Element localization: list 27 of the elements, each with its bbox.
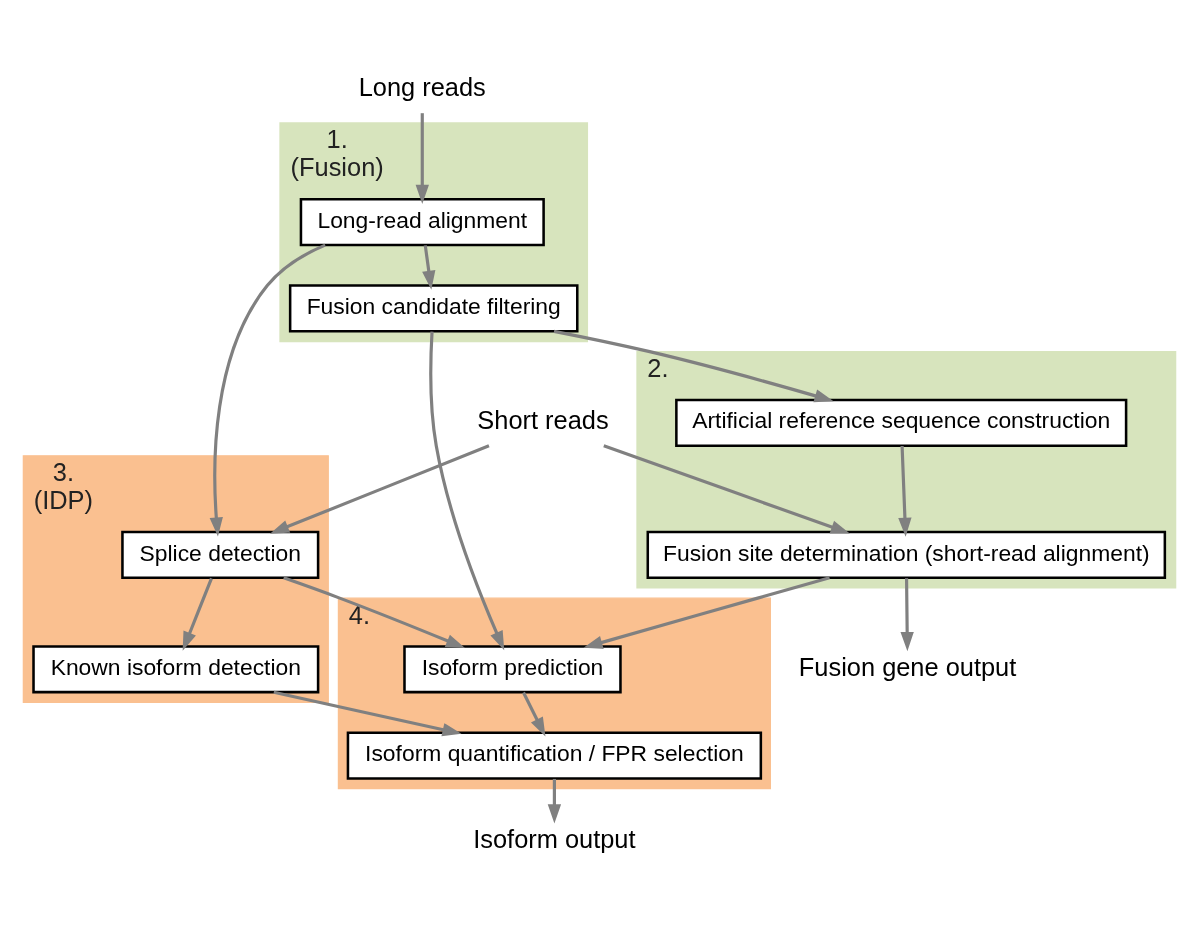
node-box: Known isoform detection — [32, 644, 320, 693]
arrow — [429, 331, 505, 650]
node-box: Long-read alignment — [299, 197, 545, 246]
arrow — [603, 443, 850, 533]
node-text: Fusion gene output — [798, 652, 1017, 681]
arrow — [283, 575, 465, 648]
node-box: Fusion candidate filtering — [288, 283, 579, 333]
arrow — [273, 690, 462, 736]
arrow — [522, 691, 546, 737]
node-text: Short reads — [477, 405, 609, 434]
node-box: Isoform prediction — [403, 644, 622, 693]
node-box: Isoform quantification / FPR selection — [346, 731, 763, 780]
node-box: Artificial reference sequence construction — [675, 398, 1128, 447]
arrow — [900, 577, 914, 651]
node-text: Isoform output — [473, 824, 636, 853]
arrow — [422, 244, 436, 290]
arrow — [583, 575, 830, 649]
arrow — [898, 445, 912, 537]
arrow — [415, 112, 429, 204]
arrow — [547, 778, 562, 823]
arrow — [209, 243, 326, 536]
node-text: Long reads — [358, 72, 486, 101]
node-box: Splice detection — [121, 530, 320, 579]
node-box: Fusion site determination (short-read alignment) — [646, 530, 1167, 579]
arrow — [553, 329, 834, 402]
arrow — [270, 443, 490, 534]
arrow — [182, 577, 213, 651]
